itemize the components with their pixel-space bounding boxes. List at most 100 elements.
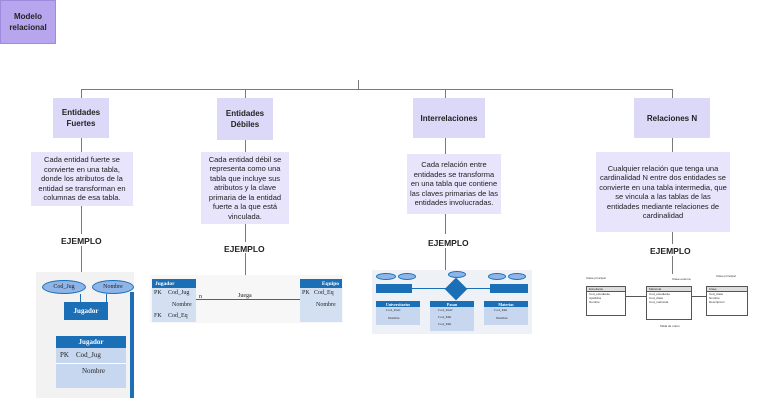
- table-cell: Cod_Mat: [438, 322, 452, 326]
- example-label-2: EJEMPLO: [224, 244, 265, 254]
- entity-box: [490, 284, 528, 293]
- pk-label: PK: [60, 351, 69, 359]
- attribute-ellipse: [448, 271, 466, 278]
- connector-cat2: [245, 89, 246, 98]
- relation-line: [626, 296, 646, 297]
- attribute-link: [80, 294, 81, 304]
- table-title: Pasan: [446, 301, 458, 307]
- root-line2: relacional: [9, 23, 47, 32]
- example-image-interrelaciones: Universitarios Cod_Univ Nombre Pasan Cod…: [372, 270, 532, 334]
- table-cell: Cod_Mat: [438, 315, 452, 319]
- table-body: [484, 307, 528, 325]
- table-body: [430, 307, 474, 331]
- table-box: Clase Cod_clase Nombre Descripcion: [706, 286, 748, 316]
- root-node[interactable]: Modelo relacional: [0, 0, 56, 44]
- connector-desc2-ej: [245, 224, 246, 242]
- table-cell: Cod_matricula: [649, 300, 669, 304]
- table-header: Jugador: [152, 279, 196, 288]
- attribute-ellipse: Nombre: [92, 280, 134, 294]
- description-interrelaciones: Cada relación entre entidades se transfo…: [407, 154, 501, 214]
- table-header: Pasan: [430, 301, 474, 307]
- pk-field: Cod_Jug: [168, 290, 190, 296]
- attribute-label: Cod_Jug: [53, 284, 75, 290]
- table-cell: Cod_Univ: [438, 308, 453, 312]
- table-box: Matricula Cod_estudiante Cod_clase Cod_m…: [646, 286, 692, 320]
- category-interrelaciones[interactable]: Interrelaciones: [413, 98, 485, 138]
- connector-desc4-ej: [672, 232, 673, 244]
- table-cell: Nombre: [589, 300, 600, 304]
- connector-cat1-desc: [81, 138, 82, 152]
- attribute-link: [106, 294, 107, 304]
- connector-cat4: [672, 89, 673, 98]
- description-text: Cualquier relación que tenga una cardina…: [599, 163, 727, 221]
- description-text: Cada relación entre entidades se transfo…: [410, 160, 498, 208]
- side-blue-bar: [130, 292, 134, 398]
- relation-line: [196, 299, 300, 300]
- example-image-entidades-fuertes: Cod_Jug Nombre Jugador Jugador PK Cod_Ju…: [36, 272, 134, 398]
- table-title: Materias: [498, 301, 514, 307]
- category-label: Débiles: [230, 120, 260, 129]
- root-line1: Modelo: [13, 12, 42, 21]
- entity-label: Jugador: [73, 307, 99, 315]
- table-title: Jugador: [155, 280, 175, 287]
- example-image-relaciones-n: Clave principal Clave externa Clave prin…: [584, 274, 756, 332]
- table-header: Jugador: [56, 336, 126, 348]
- pk-field: Cod_Eq: [314, 290, 334, 296]
- table-cell: Apellidos: [589, 296, 602, 300]
- pk-label: PK: [302, 290, 310, 296]
- connector-cat1: [81, 89, 82, 98]
- table-title: Jugador: [78, 338, 104, 346]
- table-title: Estudiante: [587, 287, 625, 292]
- table-body: [300, 288, 342, 322]
- table-body: [376, 307, 420, 325]
- relationship-diamond: [444, 277, 468, 301]
- connector-cat2-desc: [245, 140, 246, 152]
- category-label: Fuertes: [66, 119, 96, 128]
- description-entidades-debiles: Cada entidad débil se representa como un…: [201, 152, 289, 224]
- category-label: Entidades: [225, 109, 265, 118]
- description-text: Cada entidad débil se representa como un…: [208, 154, 282, 221]
- relation-line: [466, 288, 490, 289]
- entity-box: [376, 284, 412, 293]
- table-cell: Cod_Mat: [494, 308, 508, 312]
- field-nombre: Nombre: [172, 302, 192, 308]
- connector-ej2-img: [245, 253, 246, 275]
- relation-line: [412, 288, 446, 289]
- attribute-label: Nombre: [103, 284, 123, 290]
- table-header: Universitarios: [376, 301, 420, 307]
- connector-desc1-ej: [81, 206, 82, 234]
- example-label-4: EJEMPLO: [650, 246, 691, 256]
- description-relaciones-n: Cualquier relación que tenga una cardina…: [596, 152, 730, 232]
- connector-cat4-desc: [672, 138, 673, 152]
- attribute-ellipse: [376, 273, 396, 280]
- relation-label: Juega: [238, 293, 252, 299]
- table-header: Materias: [484, 301, 528, 307]
- category-relaciones-n[interactable]: Relaciones N: [634, 98, 710, 138]
- relation-line: [692, 296, 706, 297]
- table-box: Estudiante Cod_estudiante Apellidos Nomb…: [586, 286, 626, 316]
- table-title: Matricula: [647, 287, 691, 292]
- table-cell: Descripcion: [709, 300, 725, 304]
- table-title: Clase: [707, 287, 747, 292]
- table-header: Equipo: [300, 279, 342, 288]
- table-cell: Nombre: [388, 316, 400, 320]
- connector-ej4-img: [672, 256, 673, 274]
- table-body: [152, 288, 196, 322]
- field-nombre: Nombre: [316, 302, 336, 308]
- fk-field: Cod_Eq: [168, 313, 188, 319]
- pk-field: Cod_Jug: [76, 351, 101, 359]
- annotation-label: Tabla de unión: [660, 324, 680, 328]
- table-title: Universitarios: [385, 301, 411, 307]
- connector-ej1-img: [81, 246, 82, 272]
- table-cell: Cod_clase: [709, 292, 724, 296]
- field-nombre: Nombre: [82, 367, 105, 375]
- category-label: Entidades: [61, 108, 101, 117]
- table-cell: Cod_Univ: [386, 308, 401, 312]
- table-cell: Cod_clase: [649, 296, 664, 300]
- connector-root-down: [358, 80, 359, 89]
- table-cell: Cod_estudiante: [649, 292, 671, 296]
- annotation-label: Clave externa: [672, 277, 691, 281]
- description-entidades-fuertes: Cada entidad fuerte se convierte en una …: [31, 152, 133, 206]
